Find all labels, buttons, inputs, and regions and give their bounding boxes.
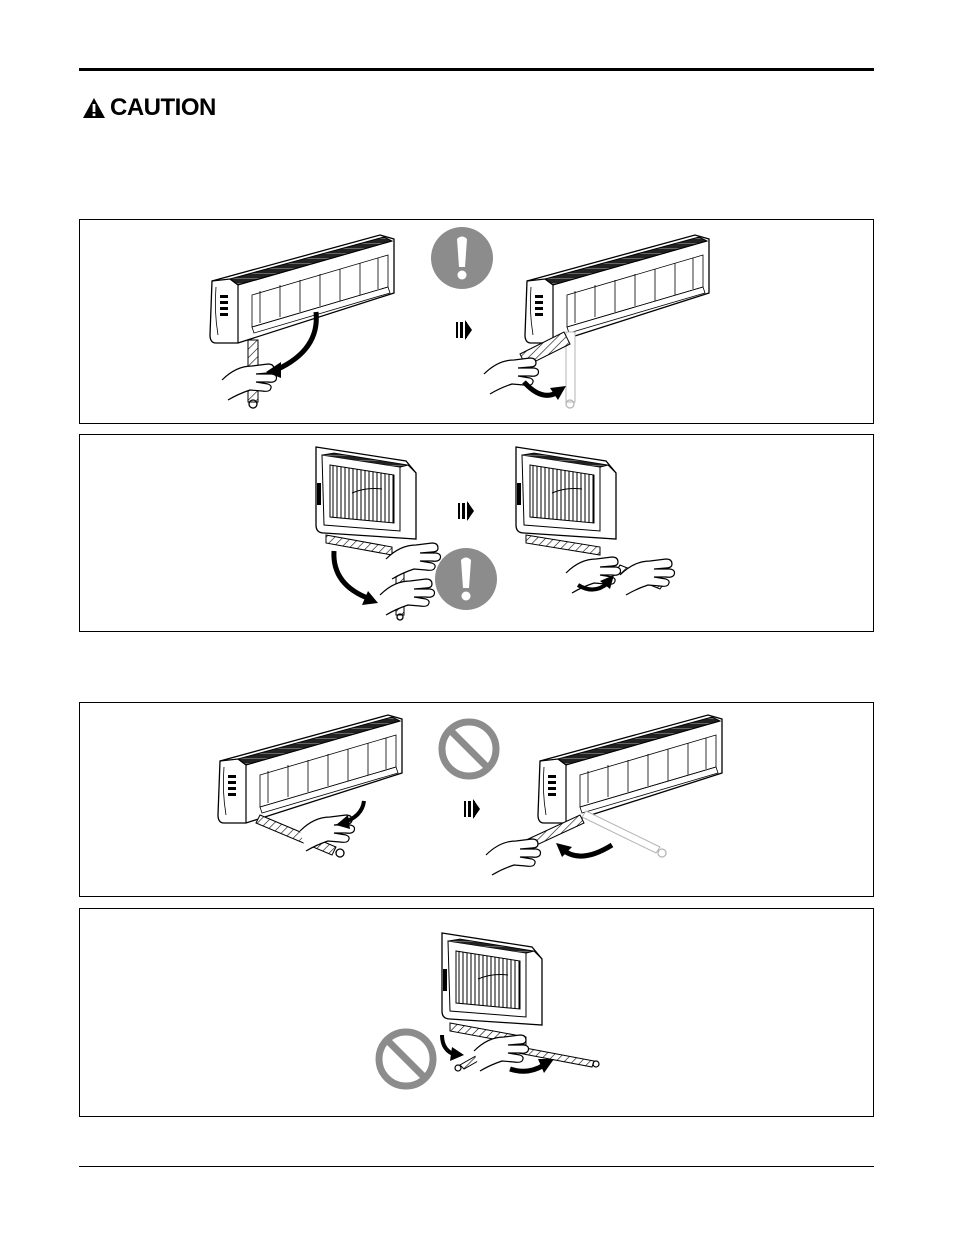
hand-bending-pipe-icon (526, 535, 675, 595)
hand-bending-pipe-icon (442, 1023, 599, 1073)
hand-bending-pipe-icon (326, 535, 441, 620)
illustration-panel-3 (79, 702, 874, 897)
unit-front-view-icon (218, 715, 402, 823)
illustration-panel-1 (79, 219, 874, 424)
unit-rear-view-icon (442, 933, 542, 1025)
unit-front-view-icon (525, 235, 709, 343)
caution-heading: CAUTION (82, 96, 216, 120)
unit-rear-view-icon (316, 447, 416, 539)
step-arrow-icon (456, 320, 472, 340)
bottom-rule (79, 1166, 874, 1167)
warning-triangle-icon (82, 97, 106, 119)
caution-label: CAUTION (110, 96, 216, 120)
illustration-panel-4 (79, 908, 874, 1117)
illustration-panel-2 (79, 434, 874, 632)
prohibited-icon (442, 722, 496, 776)
unit-front-view-icon (210, 235, 394, 343)
prohibited-icon (379, 1032, 433, 1086)
top-rule (79, 68, 874, 71)
attention-exclamation-icon (435, 548, 497, 610)
hand-bending-pipe-icon (486, 811, 666, 875)
step-arrow-icon (464, 799, 480, 819)
attention-exclamation-icon (431, 227, 493, 289)
unit-rear-view-icon (516, 447, 616, 539)
step-arrow-icon (458, 501, 474, 521)
unit-front-view-icon (538, 715, 722, 823)
